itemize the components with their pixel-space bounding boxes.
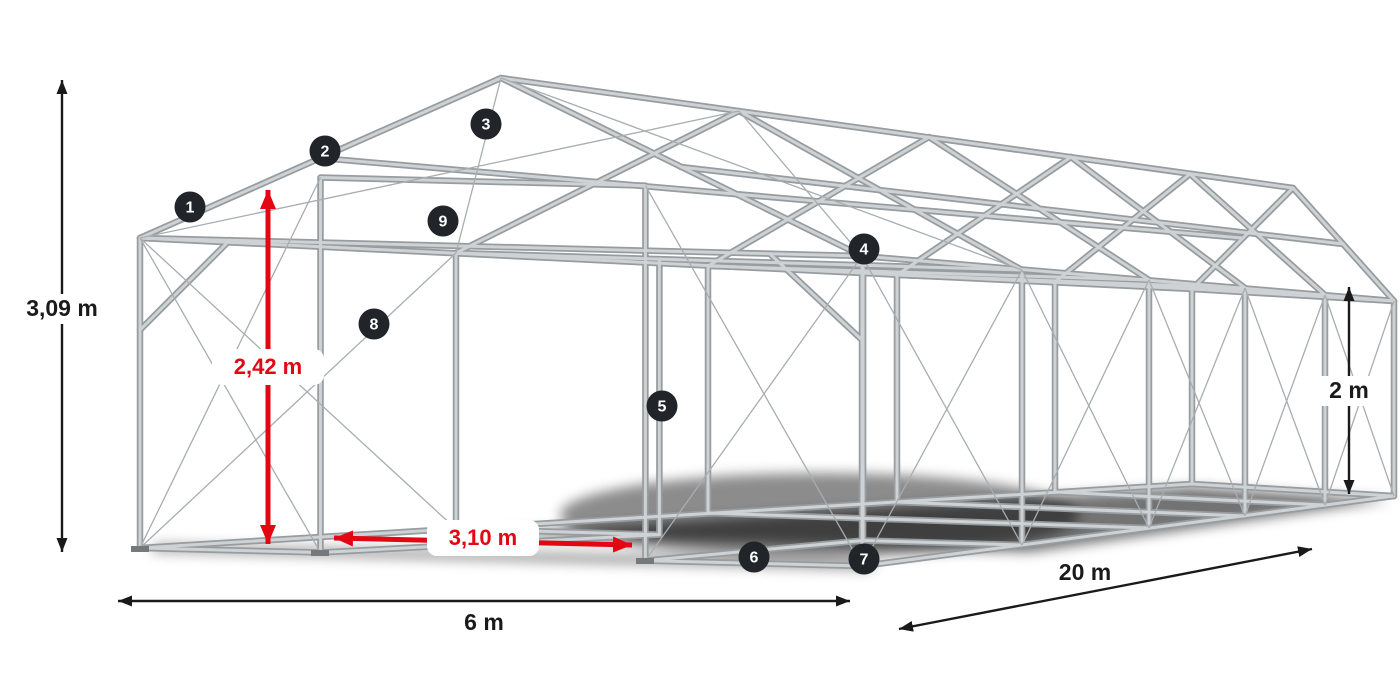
part-marker-2-label: 2 bbox=[321, 144, 330, 161]
ridge-height-label: 3,09 m bbox=[26, 295, 98, 321]
part-marker-4: 4 bbox=[848, 233, 880, 265]
part-marker-9: 9 bbox=[427, 205, 459, 237]
tent-length-arrow bbox=[898, 546, 1313, 632]
part-markers: 1 2 3 4 5 6 7 8 9 bbox=[174, 108, 880, 575]
part-marker-6-label: 6 bbox=[750, 550, 759, 567]
part-marker-7: 7 bbox=[848, 543, 880, 575]
ridge-height-dimension: 3,09 m bbox=[14, 80, 110, 552]
part-marker-5-label: 5 bbox=[658, 399, 667, 416]
tent-length-label: 20 m bbox=[1059, 559, 1111, 585]
door-width-label: 3,10 m bbox=[449, 525, 518, 550]
part-marker-4-label: 4 bbox=[860, 242, 869, 259]
part-marker-9-label: 9 bbox=[439, 214, 448, 231]
side-height-dimension: 2 m bbox=[1317, 287, 1381, 494]
part-marker-7-label: 7 bbox=[860, 552, 869, 569]
part-marker-3: 3 bbox=[470, 108, 502, 140]
part-marker-2: 2 bbox=[309, 135, 341, 167]
part-marker-1-label: 1 bbox=[186, 200, 195, 217]
tent-width-dimension: 6 m bbox=[118, 595, 850, 635]
part-marker-5: 5 bbox=[646, 390, 678, 422]
door-width-dimension: 3,10 m bbox=[333, 520, 633, 556]
part-marker-8: 8 bbox=[358, 308, 390, 340]
tent-width-label: 6 m bbox=[464, 609, 504, 635]
part-marker-8-label: 8 bbox=[370, 317, 379, 334]
door-height-dimension: 2,42 m bbox=[212, 190, 324, 544]
part-marker-1: 1 bbox=[174, 191, 206, 223]
door-height-label: 2,42 m bbox=[234, 354, 303, 379]
part-marker-6: 6 bbox=[738, 541, 770, 573]
side-height-label: 2 m bbox=[1329, 377, 1369, 403]
part-marker-3-label: 3 bbox=[482, 117, 491, 134]
tent-length-dimension: 20 m bbox=[898, 546, 1313, 632]
